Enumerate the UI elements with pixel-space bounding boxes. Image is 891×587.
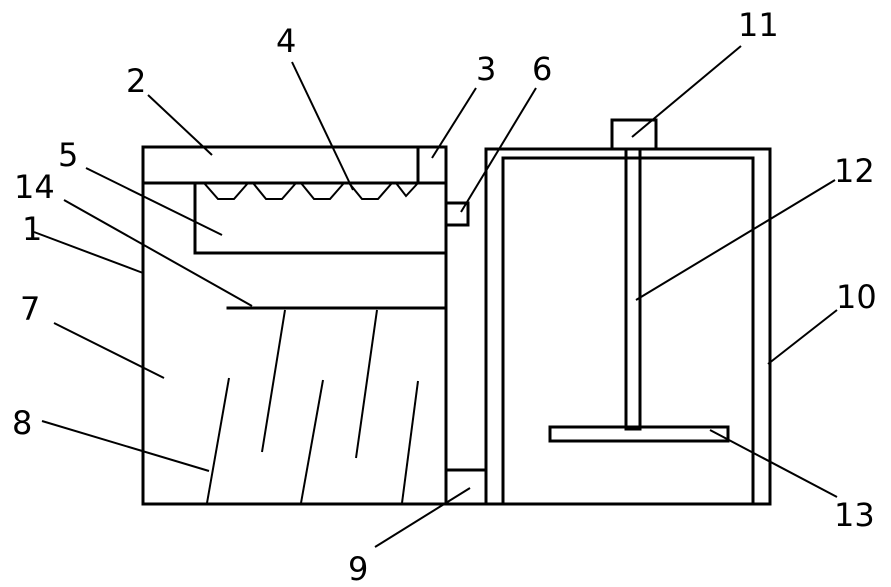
label-11: 11 <box>738 6 779 44</box>
label-5: 5 <box>58 136 78 174</box>
leader-lines <box>33 45 838 548</box>
side-block <box>444 201 470 227</box>
label-14: 14 <box>14 168 55 206</box>
left-tank-body <box>141 145 448 506</box>
label-3: 3 <box>476 50 496 88</box>
label-10: 10 <box>836 278 877 316</box>
slanted-lines <box>206 309 419 504</box>
label-8: 8 <box>12 404 32 442</box>
label-13: 13 <box>834 496 875 534</box>
filter-teeth <box>203 182 419 200</box>
right-tank-outer <box>484 147 772 506</box>
stirring-blade <box>548 425 730 443</box>
label-4: 4 <box>276 22 296 60</box>
label-1: 1 <box>22 210 42 248</box>
label-7: 7 <box>20 290 40 328</box>
right-tank-inner <box>501 156 755 506</box>
label-9: 9 <box>348 550 368 587</box>
filter-box <box>193 181 448 255</box>
stirring-shaft <box>624 147 642 431</box>
label-12: 12 <box>834 152 875 190</box>
label-2: 2 <box>126 62 146 100</box>
label-6: 6 <box>532 50 552 88</box>
